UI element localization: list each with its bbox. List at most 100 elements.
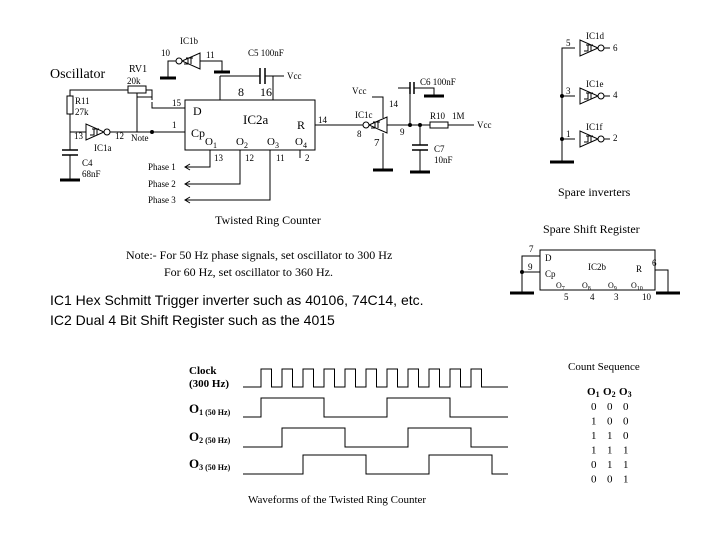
count-header: O2 [603,386,616,399]
ic1b-pin11: 11 [206,50,215,60]
ic1c-pin7: 7 [374,137,380,149]
ic2b-pin7: 7 [529,244,534,254]
ic2a-pin13: 13 [214,153,224,163]
waveforms-title: Waveforms of the Twisted Ring Counter [248,494,426,506]
ic1c-vcc-wire [372,96,384,118]
ic1e-pin3: 3 [566,86,571,96]
count-cell: 0 [623,401,629,413]
c7-value: 10nF [434,155,453,165]
ic2a-o3: O3 [267,136,279,150]
phase2-label: Phase 2 [148,179,176,189]
ic1d-pin6: 6 [613,43,618,53]
ic1e-label: IC1e [586,79,604,89]
ic2b-pin9: 9 [528,262,533,272]
c6-right-wire [414,87,435,96]
junction-dot [418,123,422,127]
ic1f-gate [579,130,600,148]
schmitt-icon [371,121,380,129]
c4-value: 68nF [82,169,101,179]
ic2a-r: R [297,118,305,132]
ic2b-o9: O9 [608,281,617,292]
junction-dot [520,270,524,274]
schmitt-icon [184,57,193,65]
r10-value: 1M [452,111,465,121]
count-cell: 1 [623,459,629,471]
ic2b-pin4: 4 [590,292,595,302]
c5-label: C5 100nF [248,48,284,58]
ic2a-pin8: 8 [238,85,244,99]
ic1d-label: IC1d [586,31,605,41]
ic2a-label: IC2a [243,112,269,127]
ic1d-pin5: 5 [566,38,571,48]
o3-wave-label: O3 (50 Hz) [189,456,231,472]
ic1d-gate [579,39,600,57]
ic2a-o1: O1 [205,136,217,150]
phase3-label: Phase 3 [148,195,176,205]
ic2a-pin12: 12 [245,153,254,163]
clock-waveform [243,368,508,388]
ic1-description: IC1 Hex Schmitt Trigger inverter such as… [50,292,424,308]
spare-input-bus [561,47,575,162]
d-input-wire [151,102,185,109]
ic1a-label: IC1a [94,143,112,153]
schmitt-icon [584,92,593,100]
count-cell: 1 [623,445,629,457]
rv1-value: 20k [127,76,141,86]
c6-label: C6 100nF [420,77,456,87]
count-cell: 0 [591,401,597,413]
count-header: O3 [619,386,632,399]
r11-value: 27k [75,107,89,117]
clock-freq-label: (300 Hz) [189,378,229,390]
count-cell: 1 [607,430,613,442]
ic1c-label: IC1c [355,110,373,120]
ic1f-label: IC1f [586,122,603,132]
spare-shift-title: Spare Shift Register [543,222,640,236]
phase2-wire [185,150,241,185]
ic2b-r-wire [655,269,669,293]
ic2b-o7: O7 [556,281,565,292]
count-cell: 0 [623,430,629,442]
count-cell: 0 [607,416,613,428]
phase1-wire [185,150,211,168]
schmitt-icon [584,135,593,143]
o3-waveform [243,454,508,475]
ic2b-r: R [636,264,642,274]
ic2a-pin16: 16 [260,85,272,99]
ic2b-label: IC2b [588,262,607,272]
r10-resistor [429,121,449,129]
vcc-ic1c: Vcc [352,86,367,96]
ic1a-gate [85,123,106,141]
o2-wave-label: O2 (50 Hz) [189,429,231,445]
count-cell: 1 [607,459,613,471]
phase3-wire [185,150,271,201]
count-cell: 1 [591,416,597,428]
c7-label: C7 [434,144,445,154]
ic2b-pin10: 10 [642,292,652,302]
o1-waveform [243,397,508,418]
ic2b-cp: Cp [545,269,556,279]
ic2b-d-wire [521,255,540,293]
c6-left-wire [398,87,411,125]
oscillator-label: Oscillator [50,67,106,82]
phase2-arrow [184,180,191,188]
ic1a-pin12: 12 [115,131,124,141]
count-sequence-title: Count Sequence [568,361,640,373]
junction-dot [150,130,154,134]
ic1b-pin10: 10 [161,48,171,58]
ic1f-pin1: 1 [566,129,571,139]
rv1-left-wire [69,89,128,96]
count-cell: 1 [591,430,597,442]
c5-capacitor [259,68,266,84]
count-cell: 1 [623,474,629,486]
count-cell: 0 [607,401,613,413]
r10-label: R10 [430,111,446,121]
ic2a-pin1: 1 [172,120,177,130]
ic2a-o2: O2 [236,136,248,150]
count-cell: 1 [591,445,597,457]
ic1f-bubble [597,135,605,143]
ic1e-pin4: 4 [613,90,618,100]
vcc-r10: Vcc [477,120,492,130]
c4-label: C4 [82,158,93,168]
ic1a-bubble [103,128,111,136]
